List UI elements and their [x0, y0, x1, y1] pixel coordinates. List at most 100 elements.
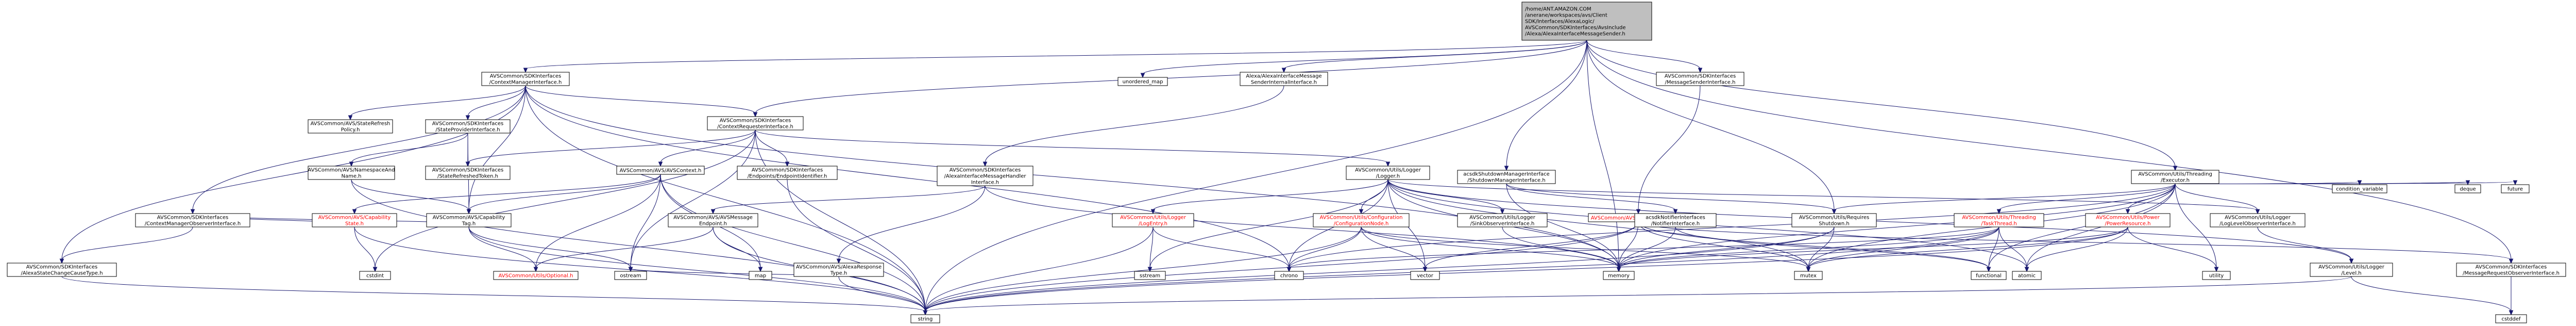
node-logLevelObs[interactable]: AVSCommon/Utils/Logger/LogLevelObserverI… — [2210, 213, 2306, 227]
edge-contextManager-to-stateProvider — [467, 85, 526, 117]
node-label-endpoint-1: Endpoint.h — [699, 221, 727, 227]
edge-arrowhead-root-to-msgSender — [1698, 68, 1703, 73]
node-logEntry[interactable]: AVSCommon/Utils/Logger/LogEntry.h — [1112, 213, 1194, 227]
node-avsContext[interactable]: AVSCommon/AVS/AVSContext.h — [616, 166, 705, 175]
node-memory[interactable]: memory — [1603, 271, 1635, 280]
node-configNode[interactable]: AVSCommon/Utils/Configuration/Configurat… — [1313, 213, 1410, 227]
node-label-sinkObserver-1: /SinkObserverInterface.h — [1470, 221, 1535, 227]
edge-capabilityTag-to-ostream — [468, 226, 631, 269]
edge-arrowhead-executor-to-taskThread — [1996, 209, 2002, 215]
node-condition_variable[interactable]: condition_variable — [2332, 184, 2387, 193]
node-box-taskThread — [1954, 213, 2044, 227]
node-stateRefreshed[interactable]: AVSCommon/SDKInterfaces/StateRefreshedTo… — [425, 166, 511, 180]
node-string[interactable]: string — [910, 314, 940, 323]
node-cstddef[interactable]: cstddef — [2495, 314, 2527, 323]
edge-arrowhead-executor-to-logLevelObs — [2255, 209, 2260, 215]
node-label-alexaResponse-0: AVSCommon/AVS/AlexaResponse — [796, 265, 882, 270]
edge-executor-to-memory — [1618, 183, 2176, 269]
node-contextManager[interactable]: AVSCommon/SDKInterfaces/ContextManagerIn… — [481, 72, 570, 86]
node-label-logLevelObs-0: AVSCommon/Utils/Logger — [2225, 215, 2291, 221]
node-powerResource[interactable]: AVSCommon/Utils/Power/PowerResource.h — [2085, 213, 2171, 227]
edge-root-to-executor — [1586, 40, 2176, 168]
edge-arrowhead-executor-to-condition_variable — [2357, 180, 2362, 186]
edge-contextRequester-to-logger — [755, 129, 1388, 164]
node-unordered_map[interactable]: unordered_map — [1117, 77, 1168, 86]
node-label-logger-0: AVSCommon/Utils/Logger — [1355, 168, 1421, 173]
node-label-notifier-1: /NotifierInterface.h — [1651, 221, 1700, 227]
node-label-sstream-0: sstream — [1140, 273, 1160, 279]
edge-alexaResponse-to-string — [838, 276, 926, 312]
node-label-executor-1: /Executor.h — [2161, 178, 2190, 184]
edge-taskThread-to-atomic — [1998, 226, 2027, 269]
node-senderInternal[interactable]: Alexa/AlexaInterfaceMessageSenderInterna… — [1240, 72, 1328, 86]
edge-logLevelObs-to-level — [2257, 226, 2352, 260]
node-box-endpointIdentifier — [737, 166, 838, 180]
edge-capabilityState-to-string — [354, 226, 926, 312]
node-box-utility — [2202, 271, 2231, 280]
node-chrono[interactable]: chrono — [1274, 271, 1304, 280]
node-endpointIdentifier[interactable]: AVSCommon/SDKInterfaces/Endpoints/Endpoi… — [737, 166, 838, 180]
node-notifier[interactable]: acsdkNotifierInterfaces/NotifierInterfac… — [1634, 213, 1717, 227]
node-vector[interactable]: vector — [1410, 271, 1440, 280]
edge-shutdownMgr-to-notifier — [1506, 183, 1676, 211]
edge-avsContext-to-string — [660, 174, 926, 312]
node-box-chrono — [1274, 271, 1304, 280]
edge-arrowhead-messageRequest-to-msgReqObserver — [2509, 258, 2514, 264]
node-alexaMsgHandler[interactable]: AVSCommon/SDKInterfaces/AlexaInterfaceMe… — [937, 166, 1033, 186]
node-mutex[interactable]: mutex — [1794, 271, 1823, 280]
node-optional[interactable]: AVSCommon/Utils/Optional.h — [493, 271, 579, 280]
node-label-alexaStateChange-1: /AlexaStateChangeCauseType.h — [21, 271, 103, 276]
edge-messageRequest-to-msgReqObserver — [1638, 221, 2512, 260]
node-box-sstream — [1134, 271, 1166, 280]
node-label-contextRequester-1: /ContextRequesterInterface.h — [717, 124, 793, 130]
node-ostream[interactable]: ostream — [614, 271, 647, 280]
node-msgSender[interactable]: AVSCommon/SDKInterfaces/MessageSenderInt… — [1656, 72, 1744, 86]
node-sstream[interactable]: sstream — [1134, 271, 1166, 280]
node-executor[interactable]: AVSCommon/Utils/Threading/Executor.h — [2131, 170, 2219, 184]
node-logger[interactable]: AVSCommon/Utils/Logger/Logger.h — [1346, 166, 1430, 180]
edge-powerResource-to-string — [925, 226, 2128, 312]
node-future[interactable]: future — [2501, 184, 2530, 193]
node-sinkObserver[interactable]: AVSCommon/Utils/Logger/SinkObserverInter… — [1457, 213, 1548, 227]
edge-requiresShutdown-to-mutex — [1808, 226, 1835, 269]
node-deque[interactable]: deque — [2454, 184, 2481, 193]
node-stateProvider[interactable]: AVSCommon/SDKInterfaces/StateProviderInt… — [425, 119, 511, 134]
node-label-alexaMsgHandler-0: AVSCommon/SDKInterfaces — [950, 168, 1021, 173]
node-label-alexaMsgHandler-1: /AlexaInterfaceMessageHandler — [944, 174, 1027, 180]
node-alexaStateChange[interactable]: AVSCommon/SDKInterfaces/AlexaStateChange… — [7, 263, 117, 277]
edge-namespaceAndName-to-capabilityTag — [351, 179, 469, 211]
node-contextMgrObserver[interactable]: AVSCommon/SDKInterfaces/ContextManagerOb… — [135, 213, 250, 227]
node-map[interactable]: map — [749, 271, 772, 280]
edge-arrowhead-endpoint-to-optional — [533, 267, 538, 272]
node-utility[interactable]: utility — [2202, 271, 2231, 280]
node-atomic[interactable]: atomic — [2012, 271, 2042, 280]
node-box-contextRequester — [707, 116, 804, 131]
node-label-stateProvider-1: /StateProviderInterface.h — [435, 127, 500, 133]
node-cstdint[interactable]: cstdint — [359, 271, 391, 280]
edge-arrowhead-contextRequester-to-logger — [1385, 161, 1391, 167]
node-box-logEntry — [1112, 213, 1194, 227]
node-functional[interactable]: functional — [1971, 271, 2007, 280]
node-msgReqObserver[interactable]: AVSCommon/SDKInterfaces/MessageRequestOb… — [2456, 263, 2566, 277]
edge-arrowhead-root-to-senderInternal — [1281, 68, 1286, 73]
edge-alexaMsgHandler-to-endpoint — [713, 185, 986, 211]
node-label-deque-0: deque — [2460, 187, 2476, 192]
edge-contextRequester-to-cstdint — [375, 129, 756, 269]
edge-taskThread-to-mutex — [1808, 226, 1999, 269]
edge-root-to-msgSender — [1586, 40, 1701, 70]
node-shutdownMgr[interactable]: acsdkShutdownManagerInterface/ShutdownMa… — [1457, 170, 1556, 184]
edge-arrowhead-powerResource-to-mutex — [1806, 267, 1811, 272]
node-contextRequester[interactable]: AVSCommon/SDKInterfaces/ContextRequester… — [707, 116, 804, 131]
node-taskThread[interactable]: AVSCommon/Utils/Threading/TaskThread.h — [1954, 213, 2044, 227]
node-level[interactable]: AVSCommon/Utils/Logger/Level.h — [2310, 263, 2393, 277]
node-label-functional-0: functional — [1976, 273, 2002, 279]
node-label-root-3: AVSCommon/SDKInterfaces/AvsInclude — [1525, 25, 1626, 31]
edge-avsContext-to-capabilityTag — [468, 174, 661, 211]
